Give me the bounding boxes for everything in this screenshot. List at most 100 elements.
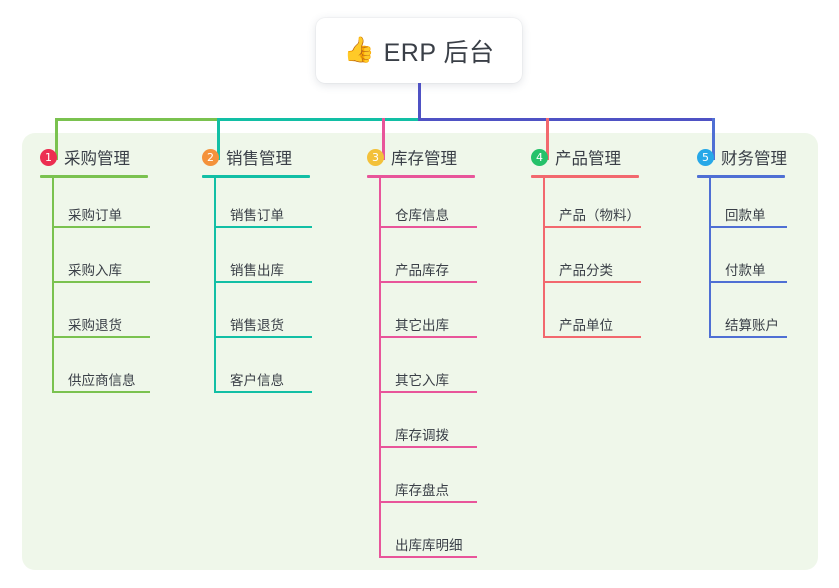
leaf-rule	[379, 281, 477, 283]
leaf-rule	[379, 556, 477, 558]
spine-3	[379, 178, 381, 558]
leaf-label: 结算账户	[725, 318, 779, 333]
leaf-label: 销售出库	[230, 263, 284, 278]
leaf-node[interactable]: 仓库信息	[367, 178, 517, 233]
leaf-list-5: 回款单付款单结算账户	[697, 178, 827, 343]
column-header-2[interactable]: 2 销售管理	[202, 146, 352, 168]
column-产品管理: 4 产品管理产品（物料） 产品分类产品单位	[531, 146, 681, 343]
leaf-rule	[543, 226, 641, 228]
leaf-list-4: 产品（物料） 产品分类产品单位	[531, 178, 681, 343]
leaf-label: 销售订单	[230, 208, 284, 223]
leaf-node[interactable]: 采购退货	[40, 288, 190, 343]
leaf-label: 库存盘点	[395, 483, 449, 498]
drop-connector-5	[712, 118, 715, 160]
column-badge-2: 2	[202, 148, 219, 166]
leaf-rule	[52, 336, 150, 338]
leaf-node[interactable]: 库存调拨	[367, 398, 517, 453]
drop-connector-1	[55, 118, 58, 160]
column-header-5[interactable]: 5 财务管理	[697, 146, 827, 168]
leaf-label: 采购退货	[68, 318, 122, 333]
leaf-node[interactable]: 产品（物料）	[531, 178, 681, 233]
leaf-node[interactable]: 销售订单	[202, 178, 352, 233]
leaf-node[interactable]: 销售退货	[202, 288, 352, 343]
leaf-rule	[379, 226, 477, 228]
column-title-2: 销售管理	[226, 150, 292, 168]
diagram-panel	[22, 133, 818, 570]
leaf-rule	[214, 281, 312, 283]
leaf-rule	[709, 226, 787, 228]
column-title-4: 产品管理	[555, 150, 621, 168]
column-header-3[interactable]: 3 库存管理	[367, 146, 517, 168]
leaf-node[interactable]: 供应商信息	[40, 343, 190, 398]
column-财务管理: 5 财务管理回款单付款单结算账户	[697, 146, 827, 343]
leaf-node[interactable]: 付款单	[697, 233, 827, 288]
leaf-node[interactable]: 产品分类	[531, 233, 681, 288]
leaf-label: 产品单位	[559, 318, 613, 333]
leaf-rule	[709, 336, 787, 338]
column-title-3: 库存管理	[391, 150, 457, 168]
column-rule-3	[367, 175, 475, 178]
leaf-rule	[379, 391, 477, 393]
leaf-label: 库存调拨	[395, 428, 449, 443]
leaf-label: 采购订单	[68, 208, 122, 223]
leaf-rule	[214, 226, 312, 228]
leaf-node[interactable]: 其它出库	[367, 288, 517, 343]
leaf-label: 采购入库	[68, 263, 122, 278]
column-rule-4	[531, 175, 639, 178]
leaf-label: 其它出库	[395, 318, 449, 333]
leaf-label: 付款单	[725, 263, 766, 278]
leaf-label: 出库库明细	[395, 538, 463, 553]
column-badge-5: 5	[697, 148, 714, 166]
thumbs-up-icon: 👍	[343, 36, 375, 64]
leaf-rule	[379, 336, 477, 338]
leaf-node[interactable]: 采购入库	[40, 233, 190, 288]
bus-segment-1	[55, 118, 220, 121]
leaf-label: 仓库信息	[395, 208, 449, 223]
column-title-5: 财务管理	[721, 150, 787, 168]
column-库存管理: 3 库存管理仓库信息产品库存其它出库其它入库库存调拨库存盘点出库库明细	[367, 146, 517, 563]
leaf-node[interactable]: 产品库存	[367, 233, 517, 288]
leaf-node[interactable]: 回款单	[697, 178, 827, 233]
column-badge-3: 3	[367, 148, 384, 166]
spine-1	[52, 178, 54, 393]
drop-connector-4	[546, 118, 549, 160]
leaf-rule	[379, 446, 477, 448]
leaf-node[interactable]: 库存盘点	[367, 453, 517, 508]
leaf-rule	[543, 336, 641, 338]
leaf-rule	[52, 281, 150, 283]
leaf-label: 供应商信息	[68, 373, 136, 388]
drop-connector-3	[382, 118, 385, 160]
leaf-node[interactable]: 出库库明细	[367, 508, 517, 563]
leaf-rule	[214, 391, 312, 393]
bus-segment-3	[417, 118, 715, 121]
leaf-node[interactable]: 产品单位	[531, 288, 681, 343]
leaf-rule	[214, 336, 312, 338]
leaf-rule	[709, 281, 787, 283]
bus-segment-2	[217, 118, 421, 121]
spine-5	[709, 178, 711, 338]
leaf-label: 销售退货	[230, 318, 284, 333]
spine-2	[214, 178, 216, 393]
column-rule-1	[40, 175, 148, 178]
leaf-rule	[52, 391, 150, 393]
leaf-rule	[52, 226, 150, 228]
leaf-label: 回款单	[725, 208, 766, 223]
column-badge-1: 1	[40, 148, 57, 166]
leaf-node[interactable]: 结算账户	[697, 288, 827, 343]
leaf-rule	[379, 501, 477, 503]
leaf-list-1: 采购订单采购入库采购退货供应商信息	[40, 178, 190, 398]
leaf-node[interactable]: 采购订单	[40, 178, 190, 233]
column-销售管理: 2 销售管理销售订单销售出库销售退货客户信息	[202, 146, 352, 398]
column-rule-2	[202, 175, 310, 178]
leaf-node[interactable]: 客户信息	[202, 343, 352, 398]
trunk-connector	[417, 83, 421, 121]
column-badge-4: 4	[531, 148, 548, 166]
leaf-list-3: 仓库信息产品库存其它出库其它入库库存调拨库存盘点出库库明细	[367, 178, 517, 563]
leaf-label: 产品（物料）	[559, 208, 640, 223]
leaf-node[interactable]: 销售出库	[202, 233, 352, 288]
leaf-label: 客户信息	[230, 373, 284, 388]
column-header-4[interactable]: 4 产品管理	[531, 146, 681, 168]
spine-4	[543, 178, 545, 338]
leaf-node[interactable]: 其它入库	[367, 343, 517, 398]
